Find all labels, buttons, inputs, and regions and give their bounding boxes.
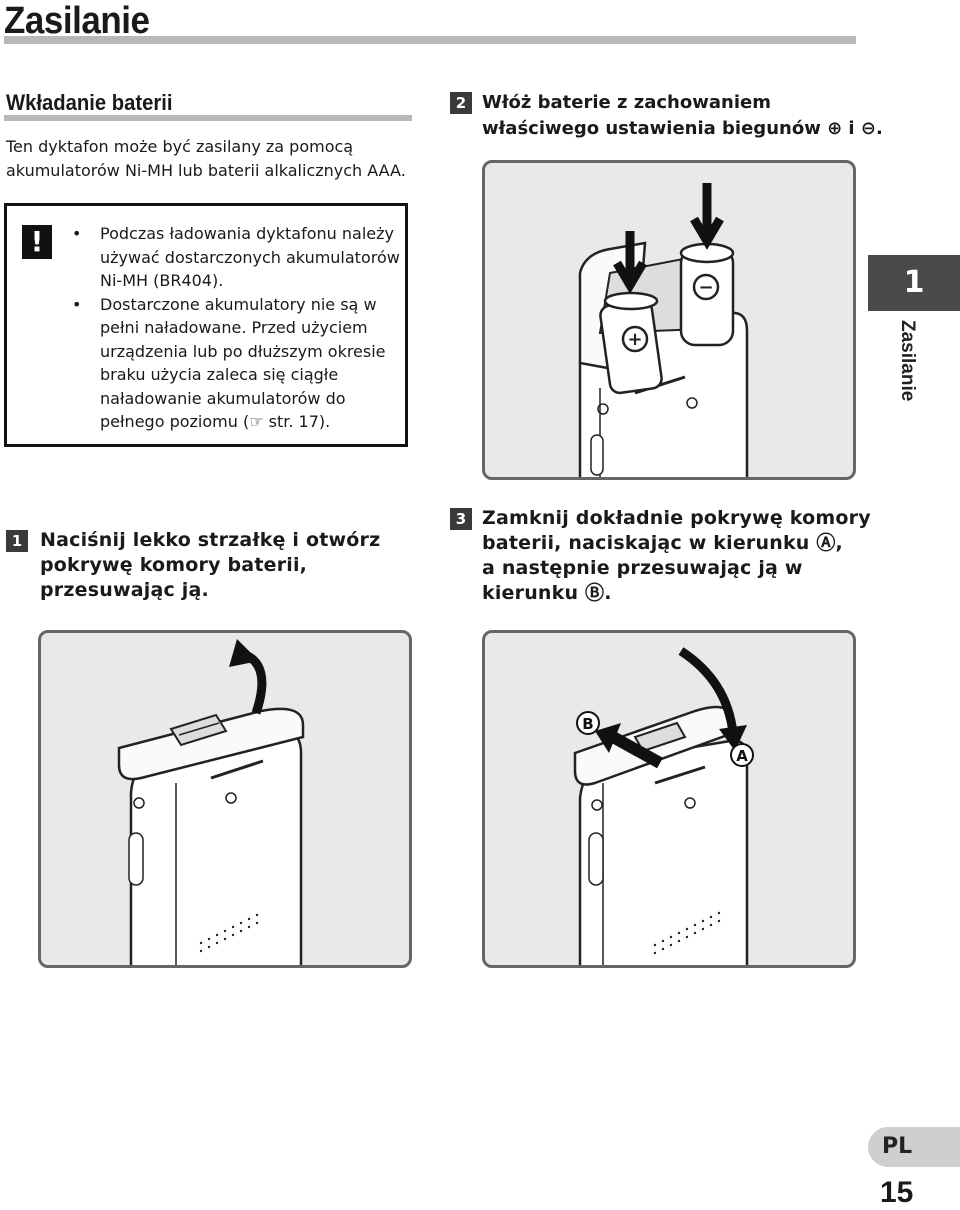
bullet: • <box>72 224 82 243</box>
bullet: • <box>72 294 82 314</box>
step-3-text: Zamknij dokładnie pokrywę komory baterii… <box>482 506 871 606</box>
warning-line: pełni naładowane. Przed użyciem <box>100 318 368 337</box>
step-line: pokrywę komory baterii, <box>40 554 308 576</box>
section-rule <box>4 115 412 121</box>
recorder-illustration: + − <box>578 183 749 477</box>
warning-line: pełnego poziomu (☞ str. 17). <box>100 412 331 431</box>
step-number: 1 <box>6 530 28 552</box>
step-line: przesuwając ją. <box>40 579 209 601</box>
minus-label: − <box>698 277 713 298</box>
warning-icon: ! <box>22 225 52 259</box>
chapter-tab: 1 <box>868 255 960 311</box>
figure-open-cover <box>38 630 412 968</box>
warning-line: używać dostarczonych akumulatorów <box>100 247 400 267</box>
language-tab: PL <box>868 1127 960 1167</box>
step-line: baterii, naciskając w kierunku Ⓐ, <box>482 532 843 554</box>
warning-list: • Podczas ładowania dyktafonu należy uży… <box>70 222 402 434</box>
label-b: B <box>582 715 593 733</box>
intro-line: Ten dyktafon może być zasilany za pomocą <box>6 137 354 156</box>
intro-text: Ten dyktafon może być zasilany za pomocą… <box>6 135 406 183</box>
plus-label: + <box>627 329 642 350</box>
warning-line: naładowanie akumulatorów do <box>100 388 346 408</box>
page-title: Zasilanie <box>4 0 150 42</box>
step-line: właściwego ustawienia biegunów ⊕ i ⊖. <box>482 118 883 139</box>
figure-insert-batteries: + − <box>482 160 856 480</box>
step-line: Włóż baterie z zachowaniem <box>482 92 771 113</box>
warning-item: • Podczas ładowania dyktafonu należy uży… <box>70 222 402 293</box>
warning-box <box>4 203 408 447</box>
step-2-text: Włóż baterie z zachowaniem właściwego us… <box>482 90 883 142</box>
title-rule <box>4 36 856 44</box>
step-1-text: Naciśnij lekko strzałkę i otwórz pokrywę… <box>40 528 380 603</box>
warning-line: braku użycia zaleca się ciągłe <box>100 365 339 384</box>
warning-line: urządzenia lub po dłuższym okresie <box>100 341 386 361</box>
section-title: Wkładanie baterii <box>6 90 173 115</box>
intro-line: akumulatorów Ni-MH lub baterii alkaliczn… <box>6 161 406 180</box>
warning-item: • Dostarczone akumulatory nie są w pełni… <box>70 293 402 434</box>
speaker-grille <box>653 911 721 955</box>
step-number: 3 <box>450 508 472 530</box>
warning-line: Podczas ładowania dyktafonu należy <box>100 224 394 243</box>
page-number: 15 <box>880 1176 914 1209</box>
step-line: a następnie przesuwając ją w <box>482 557 803 579</box>
warning-line: Dostarczone akumulatory nie są w <box>100 294 377 314</box>
step-line: Naciśnij lekko strzałkę i otwórz <box>40 529 381 551</box>
label-a: A <box>736 747 748 765</box>
step-line: Zamknij dokładnie pokrywę komory <box>482 507 871 529</box>
step-line: kierunku Ⓑ. <box>482 582 612 604</box>
warning-line: Ni-MH (BR404). <box>100 271 224 290</box>
step-number: 2 <box>450 92 472 114</box>
recorder-illustration: B A <box>573 647 754 965</box>
figure-close-cover: B A <box>482 630 856 968</box>
recorder-illustration <box>117 639 305 965</box>
speaker-grille <box>199 913 259 953</box>
chapter-label: Zasilanie <box>897 320 918 402</box>
